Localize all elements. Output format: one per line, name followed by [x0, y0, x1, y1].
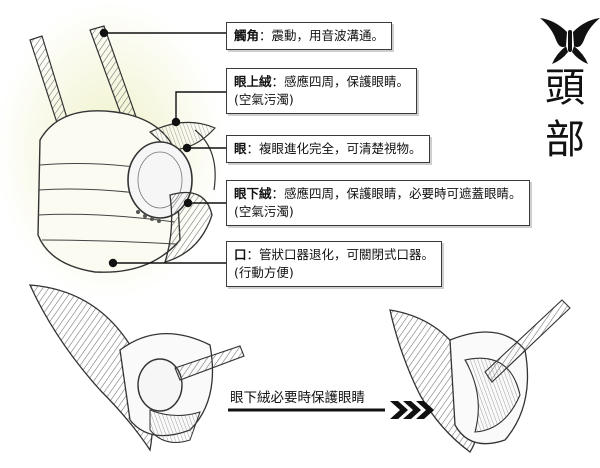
- sketch-fur-closed: [389, 299, 571, 453]
- label-eye-text: ：複眼進化完全，可清楚視物。: [246, 141, 422, 156]
- leader-lines: [99, 28, 226, 268]
- title-char-2: 部: [545, 117, 585, 163]
- butterfly-logo-icon: [540, 18, 600, 64]
- head-main-sketch: [0, 0, 225, 300]
- label-upper-fur-term: 眼上絨: [234, 74, 272, 89]
- label-lower-fur-note: (空氣污濁): [234, 204, 294, 219]
- label-mouth-note: (行動方便): [234, 265, 294, 280]
- sketch-fur-open: [28, 284, 245, 452]
- caption-fur-protects-eye: 眼下絨必要時保護眼睛: [230, 390, 365, 406]
- label-upper-fur-note: (空氣污濁): [234, 92, 294, 107]
- label-antenna-text: ：震動，用音波溝通。: [259, 28, 385, 43]
- label-lower-fur: 眼下絨：感應四周，保護眼睛，必要時可遮蓋眼睛。 (空氣污濁): [226, 180, 530, 226]
- label-mouth: 口：管狀口器退化，可關閉式口器。 (行動方便): [226, 241, 443, 287]
- chevron-arrows-icon: [228, 401, 434, 419]
- title-char-1: 頭: [545, 65, 585, 111]
- label-antenna-term: 觸角: [234, 28, 260, 43]
- lower-fur-sketch: [164, 191, 213, 263]
- label-lower-fur-term: 眼下絨: [234, 186, 272, 201]
- label-upper-fur: 眼上絨：感應四周，保護眼睛。 (空氣污濁): [226, 68, 418, 114]
- label-antenna: 觸角：震動，用音波溝通。: [226, 22, 393, 50]
- label-mouth-text: ：管狀口器退化，可關閉式口器。: [246, 247, 435, 262]
- label-mouth-term: 口: [234, 247, 247, 262]
- mouth-sketch: [136, 210, 161, 223]
- label-eye: 眼：複眼進化完全，可清楚視物。: [226, 135, 430, 163]
- label-upper-fur-text: ：感應四周，保護眼睛。: [271, 74, 410, 89]
- label-eye-term: 眼: [234, 141, 247, 156]
- label-lower-fur-text: ：感應四周，保護眼睛，必要時可遮蓋眼睛。: [271, 186, 522, 201]
